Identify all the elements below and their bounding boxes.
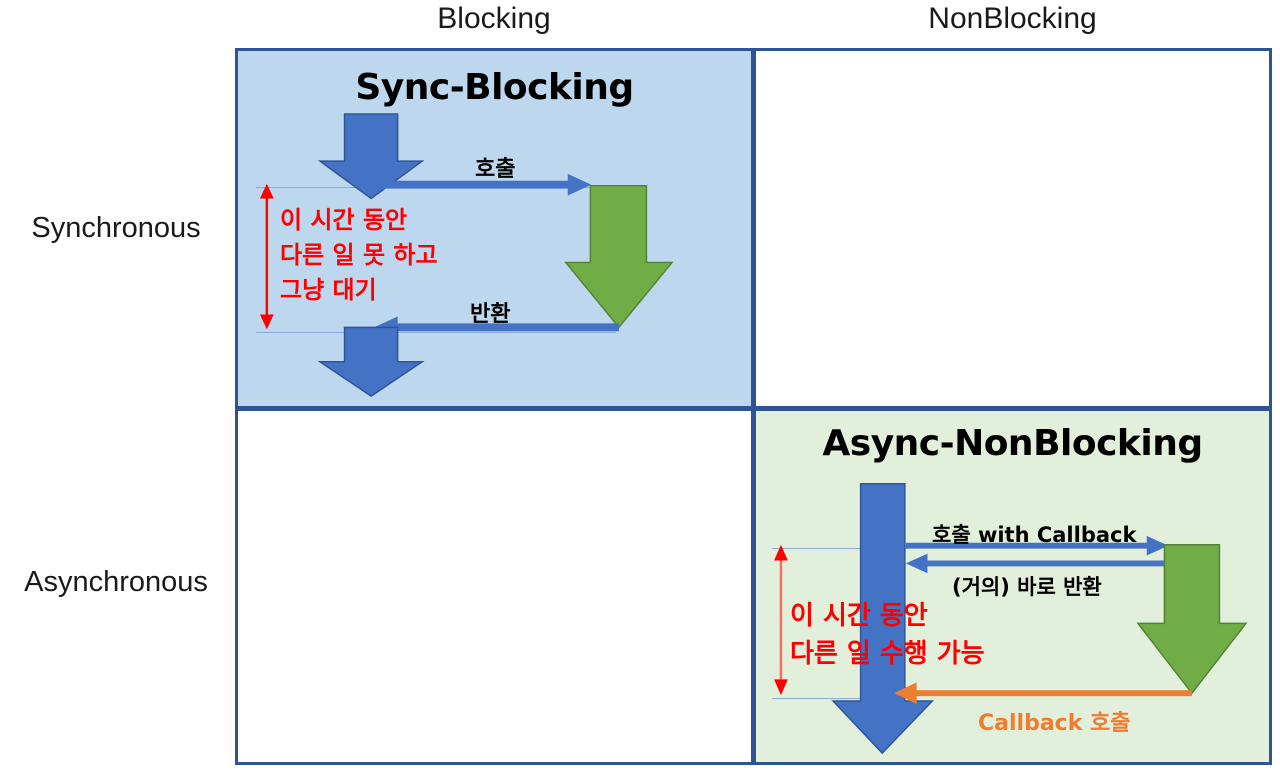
call-arrow-head (567, 173, 592, 196)
note-async-nonblocking-line1: 이 시간 동안 (790, 601, 928, 631)
free-span-arrow-head-bottom (774, 679, 788, 696)
immediate-return-arrow-head (905, 553, 928, 574)
label-callback-call: Callback 호출 (978, 711, 1131, 736)
row-header-synchronous: Synchronous (31, 212, 201, 244)
quadrant-title-async-nonblocking: Async-NonBlocking (822, 423, 1203, 464)
guide-line-return (256, 332, 616, 333)
column-header-nonblocking: NonBlocking (928, 2, 1097, 35)
guide-line-async-bottom (772, 698, 907, 699)
row-header-asynchronous: Asynchronous (24, 566, 208, 598)
label-call-with-callback: 호출 with Callback (932, 523, 1137, 547)
quadrant-async-blocking (235, 408, 754, 765)
note-sync-blocking-line2: 다른 일 못 하고 (280, 241, 438, 269)
quadrant-sync-nonblocking (753, 48, 1272, 409)
quadrant-grid: Sync-Blocking (235, 48, 1272, 765)
return-arrow-head (374, 316, 398, 339)
quadrant-sync-blocking: Sync-Blocking (235, 48, 754, 409)
call-callback-arrow-head (1146, 535, 1169, 556)
blue-down-arrow-bottom (317, 326, 425, 398)
label-immediate-return: (거의) 바로 반환 (952, 575, 1102, 599)
green-down-arrow-async (1136, 543, 1248, 695)
quadrant-title-sync-blocking: Sync-Blocking (355, 67, 634, 108)
quadrant-async-nonblocking: Async-NonBlocking (753, 408, 1272, 765)
guide-line-call (256, 187, 616, 188)
guide-line-async-top (772, 548, 907, 549)
blue-down-arrow-top (317, 113, 425, 200)
note-sync-blocking-line1: 이 시간 동안 (280, 206, 408, 234)
callback-arrow-head (894, 682, 917, 704)
label-return-sync: 반환 (470, 302, 511, 327)
wait-span-arrow-head-bottom (259, 314, 274, 330)
note-async-nonblocking-line2: 다른 일 수행 가능 (790, 639, 985, 669)
green-down-arrow (564, 184, 674, 329)
label-call-sync: 호출 (475, 157, 516, 182)
wait-span-arrow-head-top (259, 183, 274, 199)
note-sync-blocking-line3: 그냥 대기 (280, 276, 377, 304)
column-header-blocking: Blocking (437, 2, 551, 35)
